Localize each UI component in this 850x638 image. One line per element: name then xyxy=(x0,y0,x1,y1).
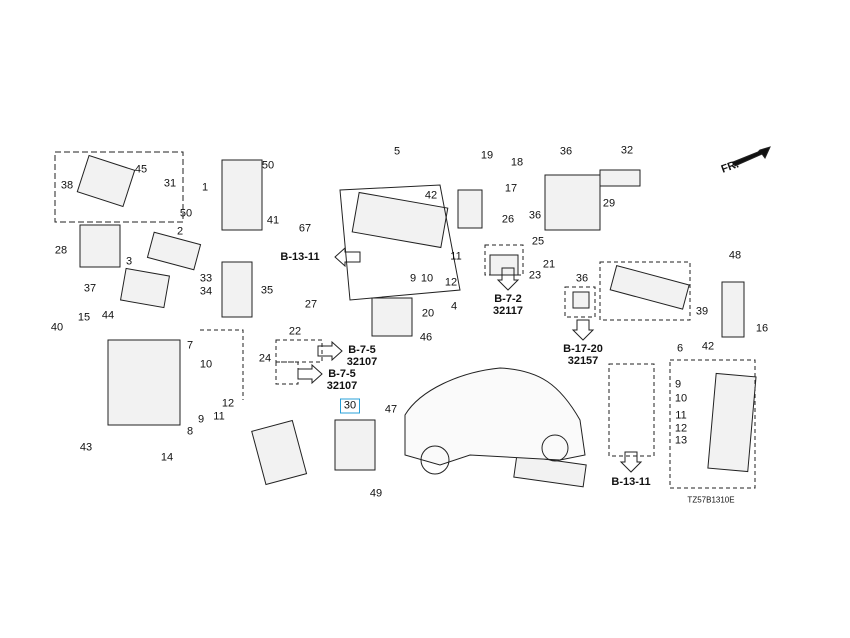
part-label: 37 xyxy=(83,282,97,295)
part-label: 42 xyxy=(701,340,715,353)
part-label: 39 xyxy=(695,305,709,318)
part-label: 45 xyxy=(134,163,148,176)
group-box-left-top xyxy=(54,151,184,223)
group-boxes-dashed xyxy=(200,244,756,489)
part-label: 18 xyxy=(510,156,524,169)
part-label: 35 xyxy=(260,284,274,297)
part-label: 5 xyxy=(393,145,401,158)
diagram-code: TZ57B1310E xyxy=(687,495,735,505)
part-label: 36 xyxy=(528,209,542,222)
part-label: 48 xyxy=(728,249,742,262)
part-label: 33 xyxy=(199,272,213,285)
part-label: 49 xyxy=(369,487,383,500)
part-label: 11 xyxy=(450,250,462,263)
part-label: 9 xyxy=(197,413,205,426)
part-label: 23 xyxy=(528,269,542,282)
part-label: 26 xyxy=(501,213,515,226)
part-label: 21 xyxy=(542,258,556,271)
part-label: 12 xyxy=(221,397,235,410)
part-label: 22 xyxy=(288,325,302,338)
reference-arrows xyxy=(297,146,771,473)
part-label: 50 xyxy=(261,159,275,172)
part-label: 27 xyxy=(304,298,318,311)
part-label: 17 xyxy=(504,182,518,195)
part-label: 50 xyxy=(179,207,193,220)
car-outline xyxy=(404,367,586,475)
part-label: 7 xyxy=(186,339,194,352)
part-label: 40 xyxy=(50,321,64,334)
part-label: 34 xyxy=(199,285,213,298)
part-label: 47 xyxy=(384,403,398,416)
part-label: 28 xyxy=(54,244,68,257)
part-shapes xyxy=(76,154,757,488)
part-label: 41 xyxy=(266,214,280,227)
part-label: 4 xyxy=(450,300,458,313)
part-label: 46 xyxy=(419,331,433,344)
group-box-4 xyxy=(339,184,461,301)
part-label: 3 xyxy=(125,255,133,268)
part-label: 9 xyxy=(674,378,682,391)
part-label: 8 xyxy=(186,425,194,438)
reference-link[interactable]: B-13-11 xyxy=(280,251,320,263)
part-label: 12 xyxy=(674,422,688,435)
part-label: 15 xyxy=(77,311,91,324)
part-label: 6 xyxy=(676,342,684,355)
part-label: 32 xyxy=(620,144,634,157)
part-label: 29 xyxy=(602,197,616,210)
highlighted-part-30[interactable]: 30 xyxy=(340,398,360,414)
part-label: 44 xyxy=(101,309,115,322)
part-label: 16 xyxy=(755,322,769,335)
part-label: 24 xyxy=(258,352,272,365)
part-label: 36 xyxy=(575,272,589,285)
part-label: 31 xyxy=(163,177,177,190)
part-label: 9 xyxy=(409,272,417,285)
part-label: 10 xyxy=(420,272,434,285)
part-label: 20 xyxy=(421,307,435,320)
reference-link[interactable]: B-13-11 xyxy=(611,476,651,488)
part-label: 12 xyxy=(444,276,458,289)
part-label: 14 xyxy=(160,451,174,464)
part-label: 13 xyxy=(674,434,688,447)
part-label: 10 xyxy=(674,392,688,405)
part-label: 10 xyxy=(199,358,213,371)
part-label: 11 xyxy=(675,409,687,422)
part-label: 2 xyxy=(176,225,184,238)
part-label: 36 xyxy=(559,145,573,158)
part-label: 38 xyxy=(60,179,74,192)
part-label: 1 xyxy=(201,181,209,194)
part-label: 19 xyxy=(480,149,494,162)
part-label: 25 xyxy=(531,235,545,248)
part-label: 67 xyxy=(298,222,312,235)
part-label: 11 xyxy=(213,410,225,423)
part-label: 42 xyxy=(424,189,438,202)
part-label: 43 xyxy=(79,441,93,454)
